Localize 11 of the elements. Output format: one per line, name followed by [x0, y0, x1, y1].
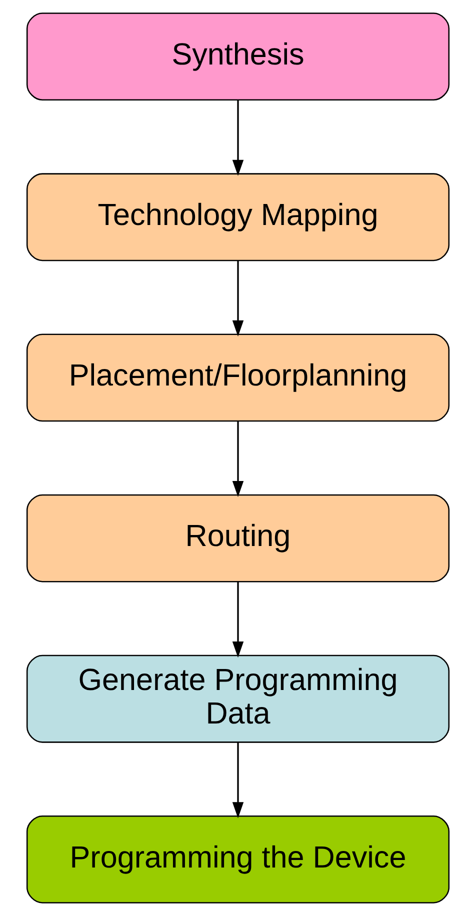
arrow — [232, 421, 244, 498]
arrow — [232, 260, 244, 336]
node-box: Placement/Floorplanning — [26, 334, 450, 422]
node-box: Synthesis — [26, 12, 450, 101]
node-box: Generate Programming Data — [26, 654, 450, 743]
arrow — [232, 742, 244, 818]
node-box: Technology Mapping — [26, 173, 450, 262]
arrow — [232, 582, 244, 658]
node-box: Programming the Device — [26, 815, 450, 904]
node-box: Routing — [26, 494, 450, 582]
arrow — [232, 100, 244, 176]
